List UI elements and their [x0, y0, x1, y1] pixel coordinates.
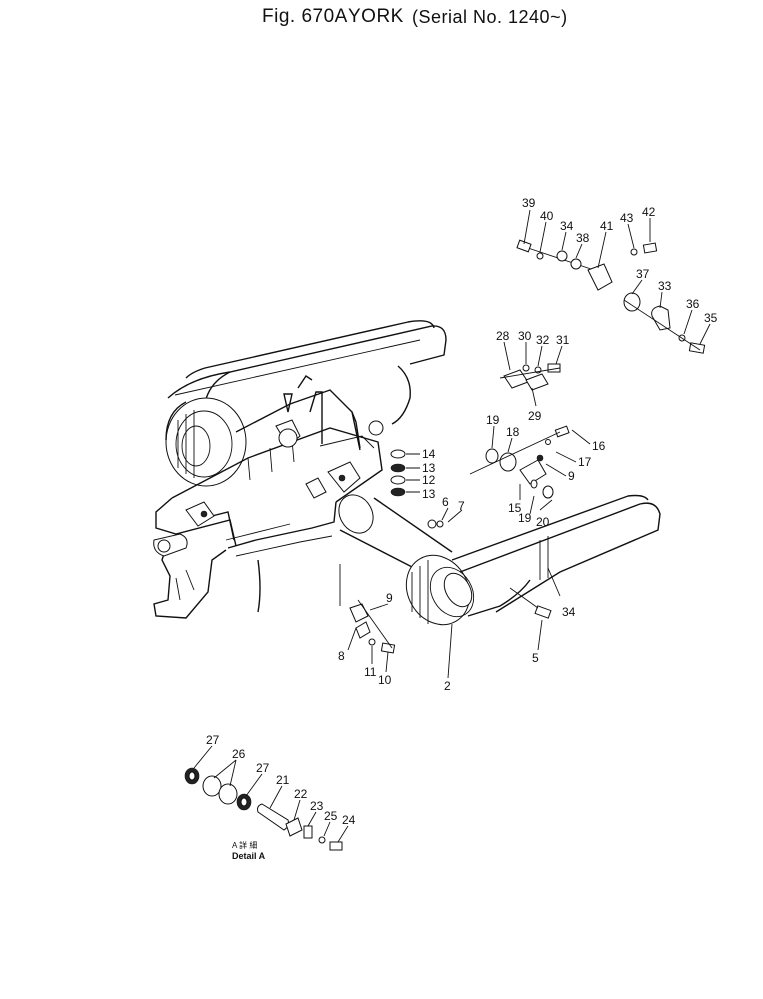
- callout-18: 18: [506, 425, 520, 439]
- callout-19-upper: 19: [486, 413, 500, 427]
- york-frame: [155, 375, 384, 557]
- serial-range: (Serial No. 1240~): [412, 7, 568, 27]
- left-hub: [165, 397, 247, 487]
- callout-6: 6: [442, 495, 449, 509]
- callout-8: 8: [338, 649, 345, 663]
- callout-20: 20: [536, 515, 550, 529]
- link-assembly-28-32: [499, 363, 561, 391]
- callout-5: 5: [532, 651, 539, 665]
- callout-9-upper: 9: [568, 469, 575, 483]
- detail-label-en: Detail A: [232, 851, 266, 861]
- washer-stack-12-14: [390, 449, 420, 497]
- callout-43: 43: [620, 211, 634, 225]
- callout-15: 15: [508, 501, 522, 515]
- clamp-assembly-15-20: [469, 425, 570, 499]
- callout-13-lower: 13: [422, 487, 436, 501]
- callout-27-lower: 27: [256, 761, 270, 775]
- lower-left-leg: [153, 533, 261, 619]
- callout-31: 31: [556, 333, 570, 347]
- callout-42: 42: [642, 205, 656, 219]
- callout-37: 37: [636, 267, 650, 281]
- callout-11: 11: [364, 665, 377, 679]
- pin-assembly-top-right: [516, 239, 706, 354]
- leader-lines: [193, 209, 711, 843]
- callout-21: 21: [276, 773, 290, 787]
- bolt-5: [509, 587, 552, 619]
- callout-36: 36: [686, 297, 700, 311]
- callout-35: 35: [704, 311, 718, 325]
- figure-number: Fig. 670A: [262, 6, 348, 27]
- callout-40: 40: [540, 209, 554, 223]
- lower-arm-beam: [451, 494, 661, 617]
- callout-2: 2: [444, 679, 451, 693]
- callout-28: 28: [496, 329, 510, 343]
- figure-title: YORK: [348, 6, 404, 27]
- figure-header: Fig. 670A YORK (Serial No. 1240~): [0, 0, 763, 40]
- callout-19-lower: 19: [518, 511, 532, 525]
- callout-12: 12: [422, 473, 436, 487]
- callout-25: 25: [324, 809, 338, 823]
- washer-6-7: [427, 519, 444, 529]
- callout-34-lower: 34: [562, 605, 576, 619]
- callout-39: 39: [522, 196, 536, 210]
- callout-23: 23: [310, 799, 324, 813]
- callout-labels: 39 40 34 38 41 43 42 37 33 36 35 28 30 3…: [206, 196, 718, 861]
- callout-38: 38: [576, 231, 590, 245]
- bolt-assembly-8-11: [339, 564, 396, 654]
- callout-41: 41: [600, 219, 614, 233]
- callout-22: 22: [294, 787, 308, 801]
- callout-26: 26: [232, 747, 246, 761]
- callout-32: 32: [536, 333, 550, 347]
- callout-33: 33: [658, 279, 672, 293]
- callout-24: 24: [342, 813, 356, 827]
- callout-13-upper: 13: [422, 461, 436, 475]
- callout-10: 10: [378, 673, 392, 687]
- callout-34: 34: [560, 219, 574, 233]
- callout-16: 16: [592, 439, 606, 453]
- callout-7: 7: [458, 499, 465, 513]
- cylinder-tube: [338, 494, 475, 626]
- callout-29: 29: [528, 409, 542, 423]
- callout-27-upper: 27: [206, 733, 220, 747]
- detail-label-jp: A 詳 細: [232, 840, 257, 850]
- callout-9-lower: 9: [386, 591, 393, 605]
- callout-17: 17: [578, 455, 592, 469]
- callout-30: 30: [518, 329, 532, 343]
- callout-14: 14: [422, 447, 436, 461]
